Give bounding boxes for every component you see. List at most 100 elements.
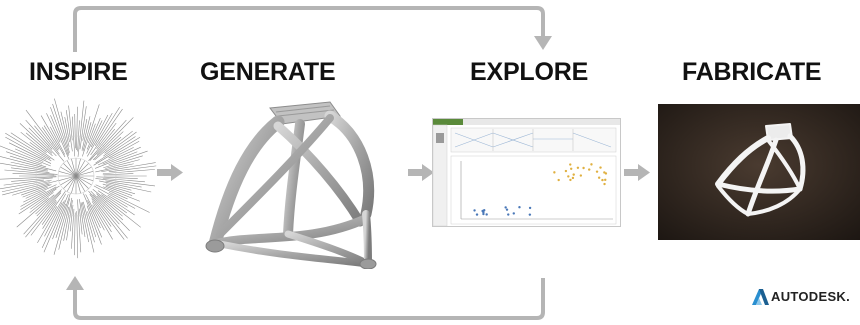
tree-branch — [79, 198, 86, 238]
arrow-inspire-to-generate — [157, 164, 183, 181]
tree-branch — [102, 183, 136, 195]
scatter-point — [483, 209, 486, 212]
tree-branch — [0, 145, 51, 167]
scatter-point — [485, 213, 488, 216]
tree-trunk — [63, 175, 77, 189]
tree-branch — [19, 123, 53, 154]
tree-trunk — [58, 175, 77, 181]
tree-branch — [55, 193, 71, 238]
tree-branch — [60, 111, 70, 147]
scatter-point — [518, 206, 521, 209]
tree-trunk — [75, 175, 92, 186]
tree-branch — [103, 131, 137, 157]
tree-branch — [25, 199, 57, 238]
brand-mark: . — [846, 289, 851, 304]
stage-title-explore: EXPLORE — [470, 58, 589, 86]
scatter-point — [604, 178, 607, 182]
scatter-point — [590, 163, 593, 166]
tree-branch — [88, 128, 116, 161]
tree-branch — [58, 206, 70, 250]
tree-branch — [89, 193, 125, 240]
tree-branch — [22, 186, 48, 198]
tree-trunk — [75, 175, 89, 189]
tree-trunk — [66, 160, 77, 177]
tree-trunk — [60, 175, 77, 186]
tree-branch — [82, 122, 92, 152]
tree-branch — [5, 136, 47, 161]
top-loop-arrow — [73, 6, 545, 52]
scatter-point — [504, 206, 507, 209]
tree-branch — [82, 119, 88, 141]
tree-branch — [29, 197, 49, 213]
tree-branch — [86, 117, 101, 150]
scatter-point — [576, 166, 580, 169]
tree-trunk — [75, 166, 92, 177]
tree-branch — [12, 173, 55, 176]
tree-branch — [2, 180, 59, 196]
tree-trunk — [58, 171, 77, 177]
tree-branch — [6, 151, 42, 165]
scatter-point — [569, 163, 572, 166]
scatter-point — [601, 178, 604, 182]
scatter-point — [564, 169, 568, 173]
tree-branch — [108, 165, 157, 173]
tree-trunk — [75, 175, 86, 192]
tree-branch — [53, 198, 71, 255]
tree-branch — [25, 119, 53, 150]
tree-branch — [50, 107, 69, 156]
brand-name: AUTODESK — [771, 289, 847, 304]
tree-branch — [9, 155, 47, 168]
tree-branch — [34, 125, 65, 162]
tree-branch — [97, 147, 134, 166]
tree-branch — [91, 201, 112, 233]
scatter-point — [475, 213, 479, 216]
tree-branch — [5, 132, 52, 162]
tree-branch — [95, 184, 128, 200]
tree-branch — [106, 183, 132, 191]
scatter-point — [528, 213, 532, 216]
tree-branch — [37, 193, 67, 244]
scatter-point — [505, 208, 509, 211]
tree-branch — [25, 132, 53, 156]
tree-branch — [81, 202, 95, 253]
tree-branch — [96, 122, 117, 150]
bottom-loop-arrowhead — [66, 276, 84, 290]
tree-branch — [20, 186, 57, 207]
tree-branch — [101, 194, 128, 214]
tree-branch — [85, 194, 105, 231]
radial-tree-diagram-icon — [0, 98, 157, 259]
tree-branch — [30, 192, 54, 210]
tree-branch — [97, 190, 135, 216]
tree-branch — [92, 194, 120, 225]
tree-trunk — [71, 158, 77, 177]
tree-branch — [43, 194, 69, 253]
tree-branch — [76, 211, 79, 259]
tree-branch — [1, 181, 50, 193]
tree-branch — [4, 169, 58, 175]
tree-branch — [21, 184, 52, 196]
tree-branch — [28, 127, 57, 157]
top-loop-arrowhead — [534, 36, 552, 50]
tree-branch — [0, 176, 57, 180]
printed-part-photo — [658, 104, 860, 240]
tree-branch — [108, 141, 140, 159]
tree-trunk — [60, 166, 77, 177]
tree-branch — [82, 104, 100, 157]
tree-branch — [50, 115, 70, 159]
scatter-point — [582, 166, 585, 170]
tree-branch — [41, 200, 65, 248]
scatter-point — [512, 212, 515, 215]
tree-branch — [77, 199, 82, 253]
tree-branch — [108, 192, 150, 213]
tree-branch — [74, 113, 76, 149]
tree-branch — [102, 177, 145, 183]
tree-branch — [92, 189, 141, 228]
tree-branch — [64, 117, 70, 143]
tree-branch — [23, 192, 62, 235]
scatter-point — [570, 167, 573, 170]
tree-branch — [94, 151, 138, 169]
tree-branch — [0, 156, 57, 172]
tree-trunk — [75, 175, 81, 194]
tree-branch — [79, 208, 83, 235]
